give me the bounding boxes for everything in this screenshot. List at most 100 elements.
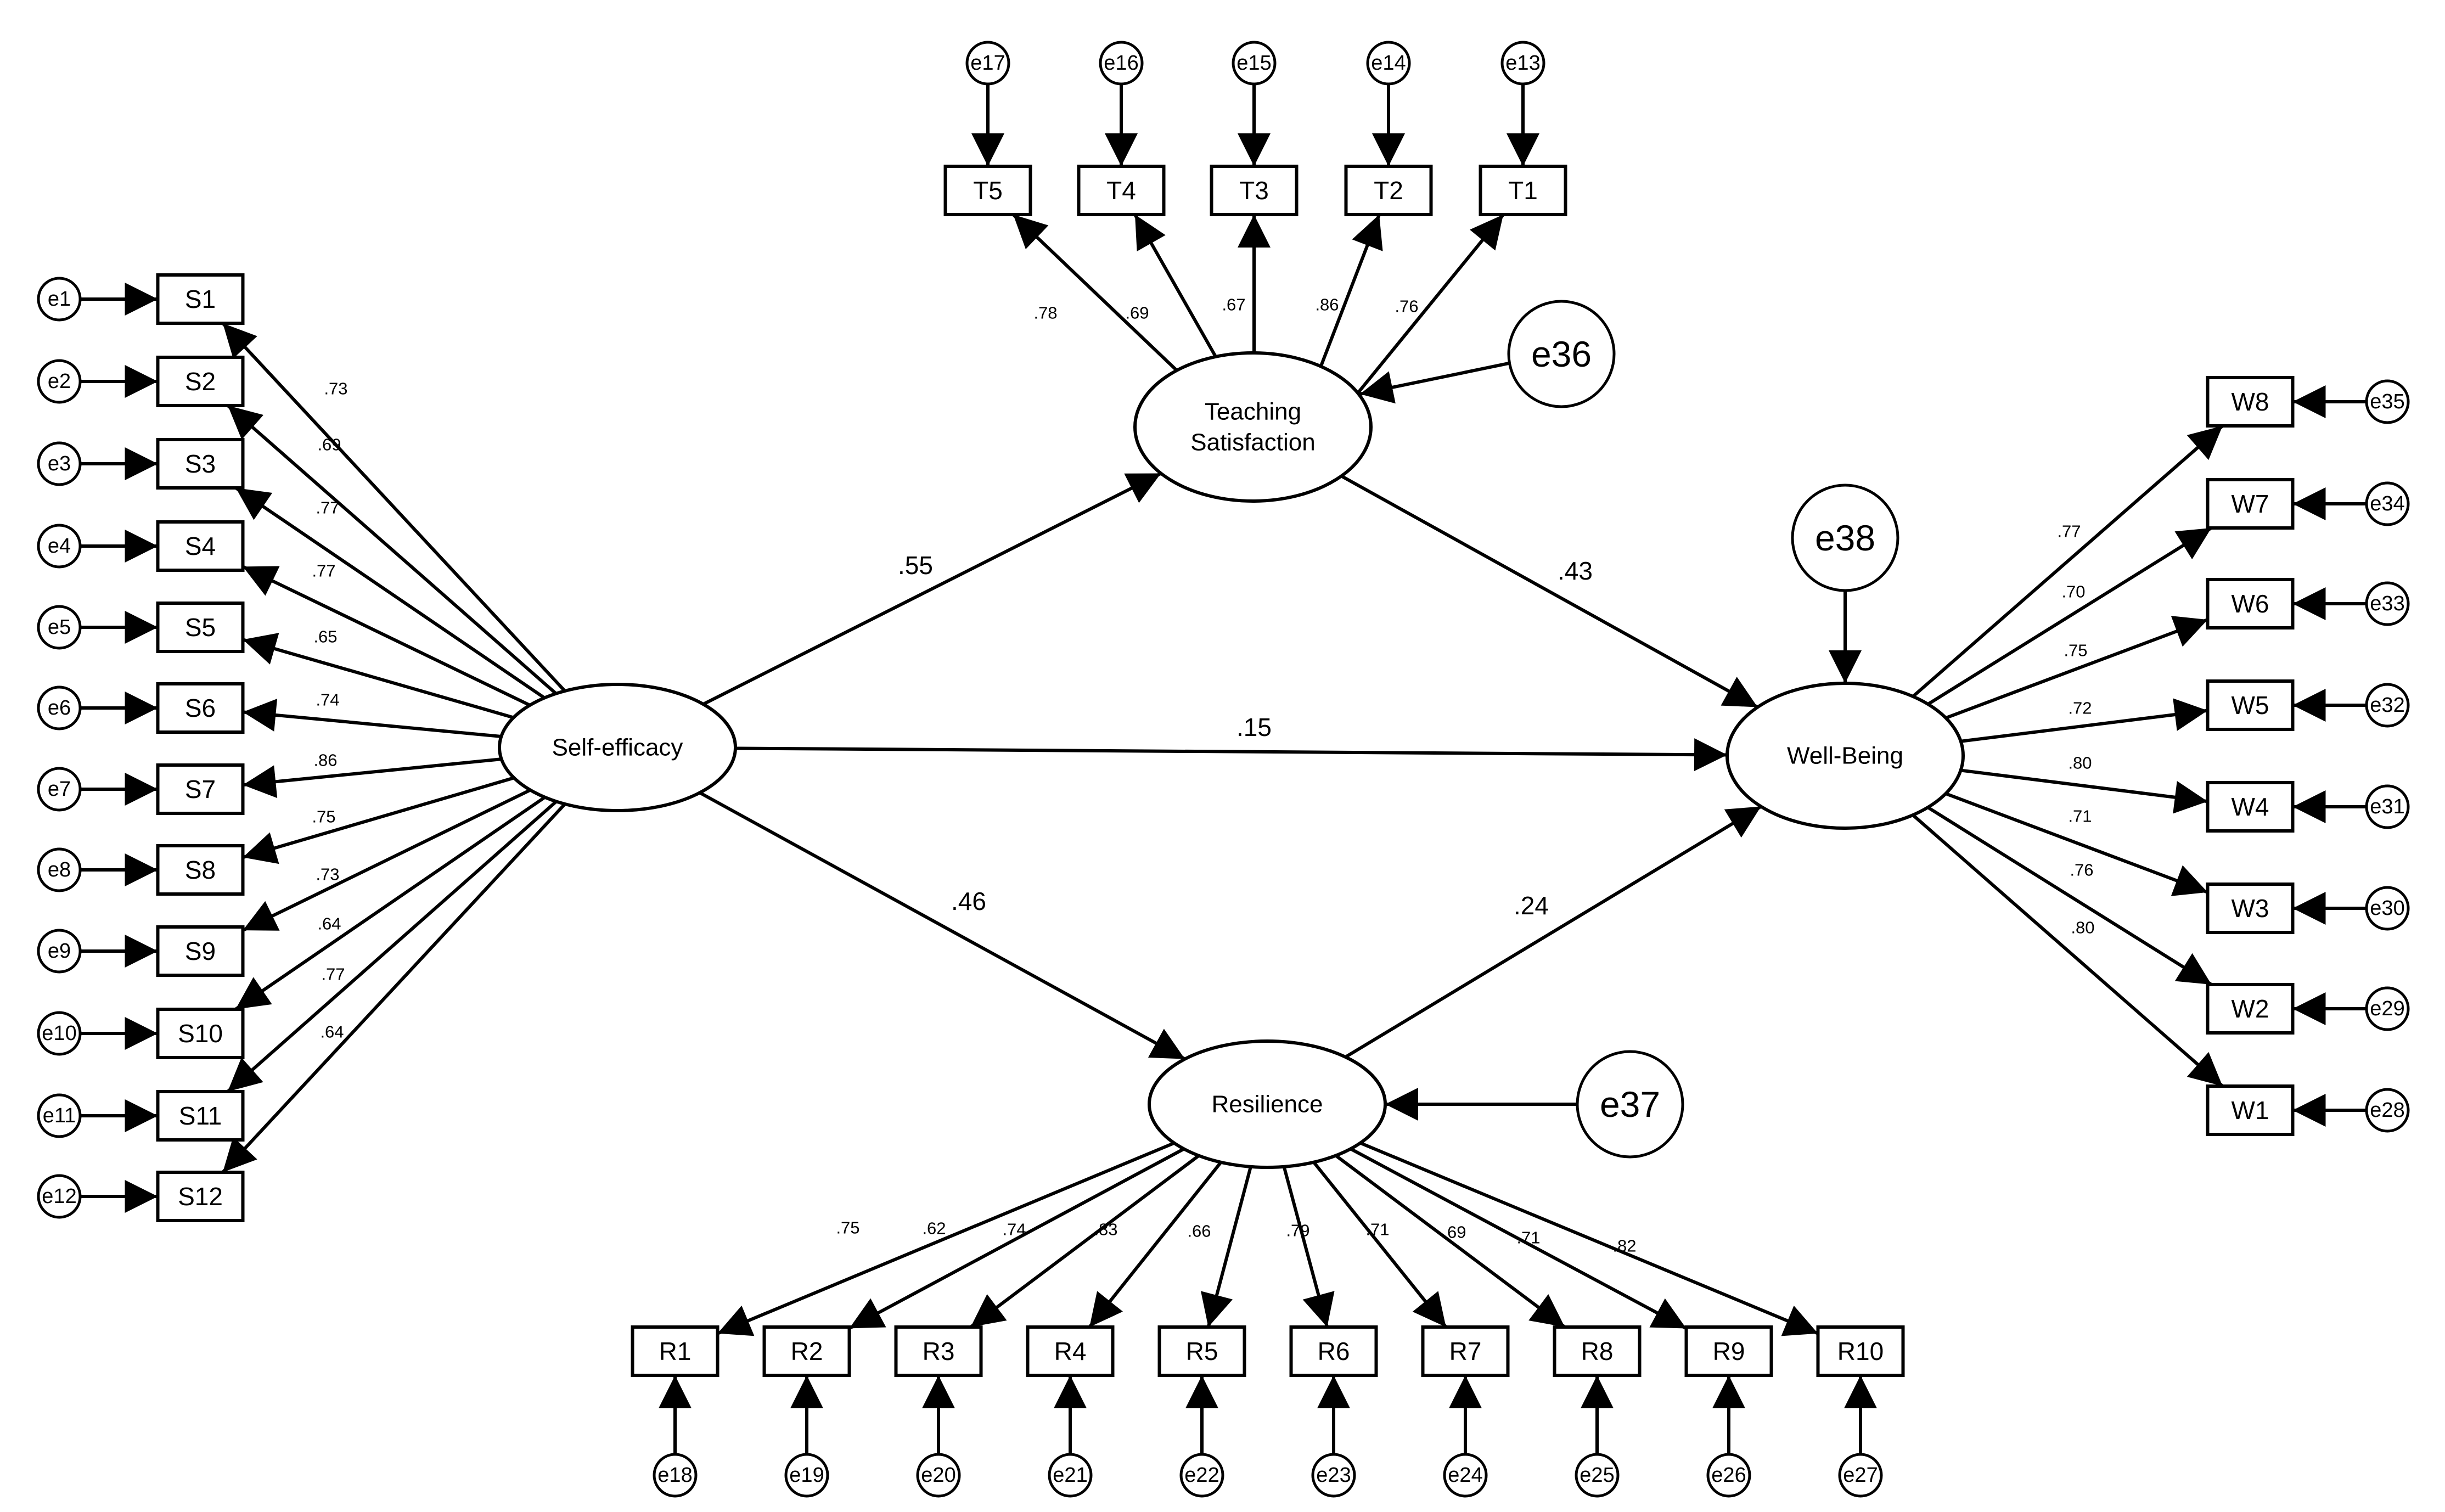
loading-path-t4 xyxy=(1133,213,1219,361)
loading-label-r2: .62 xyxy=(922,1219,946,1238)
indicator-s2: S2 xyxy=(156,356,245,407)
latent-self-efficacy-label: Self-efficacy xyxy=(552,734,683,761)
loading-label-t1: .76 xyxy=(1395,297,1418,316)
error-e31: e31 xyxy=(2365,784,2410,829)
indicator-w5-label: W5 xyxy=(2232,691,2269,720)
indicator-t1-label: T1 xyxy=(1508,176,1538,205)
loading-label-s5: .65 xyxy=(313,627,337,647)
indicator-t1: T1 xyxy=(1479,165,1567,216)
error-e7-label: e7 xyxy=(48,778,71,801)
disturbance-e36-label: e36 xyxy=(1531,334,1592,374)
error-e2-label: e2 xyxy=(48,370,71,393)
indicator-w4: W4 xyxy=(2206,781,2295,833)
structural-coef-3: .15 xyxy=(1236,713,1272,741)
error-e16-label: e16 xyxy=(1104,52,1138,75)
indicator-t4-box xyxy=(1077,165,1166,216)
indicator-s3-label: S3 xyxy=(185,449,216,478)
disturbance-e36-circle xyxy=(1507,300,1616,408)
indicator-w3-label: W3 xyxy=(2232,894,2269,923)
indicator-w7: W7 xyxy=(2206,478,2295,530)
error-e31-label: e31 xyxy=(2370,795,2404,818)
disturbance-e38-circle xyxy=(1791,484,1899,592)
indicator-t5-label: T5 xyxy=(973,176,1003,205)
indicator-r3-label: R3 xyxy=(923,1337,955,1365)
loading-label-w6: .75 xyxy=(2064,641,2087,660)
indicator-t2-label: T2 xyxy=(1374,176,1403,205)
indicator-s11: S11 xyxy=(156,1090,245,1142)
error-e29-label: e29 xyxy=(2370,997,2404,1020)
indicator-r10-label: R10 xyxy=(1837,1337,1884,1365)
error-e14-circle xyxy=(1366,41,1411,86)
error-e1: e1 xyxy=(37,277,82,322)
error-e9-label: e9 xyxy=(48,940,71,963)
error-e34: e34 xyxy=(2365,481,2410,526)
error-e33: e33 xyxy=(2365,581,2410,626)
disturbance-e37: e37 xyxy=(1576,1050,1684,1159)
indicator-t4-label: T4 xyxy=(1106,176,1136,205)
error-e10-circle xyxy=(37,1011,82,1056)
loading-label-r6: .79 xyxy=(1286,1221,1309,1240)
indicator-r7: R7 xyxy=(1421,1325,1510,1377)
error-e9: e9 xyxy=(37,929,82,974)
error-e35-circle xyxy=(2365,379,2410,424)
error-e21-label: e21 xyxy=(1053,1464,1087,1487)
indicator-r3: R3 xyxy=(894,1325,983,1377)
indicator-s10: S10 xyxy=(156,1008,245,1059)
indicator-s7-box xyxy=(156,763,245,815)
loading-path-w5 xyxy=(1960,698,2208,743)
error-e35: e35 xyxy=(2365,379,2410,424)
error-e8-label: e8 xyxy=(48,858,71,881)
error-e2: e2 xyxy=(37,359,82,404)
error-e23: e23 xyxy=(1311,1453,1356,1498)
loading-path-r4 xyxy=(1088,1161,1222,1328)
latent-self-efficacy-ellipse xyxy=(498,683,737,812)
error-e12-label: e12 xyxy=(42,1185,76,1208)
loading-label-r3: .74 xyxy=(1002,1220,1026,1239)
structural-coef-5: .24 xyxy=(1514,891,1549,920)
loading-path-s11 xyxy=(226,800,558,1093)
error-e14: e14 xyxy=(1366,41,1411,86)
error-e7-circle xyxy=(37,767,82,812)
loading-path-r5 xyxy=(1200,1166,1252,1328)
indicator-r2: R2 xyxy=(762,1325,851,1377)
indicator-r8-box xyxy=(1553,1325,1642,1377)
structural-path-se-wb xyxy=(735,738,1728,772)
loading-label-t5: .78 xyxy=(1033,303,1057,323)
indicator-r1-box xyxy=(631,1325,720,1377)
loading-label-t4: .69 xyxy=(1125,303,1149,323)
loading-label-r10: .82 xyxy=(1612,1236,1636,1256)
indicator-s9-label: S9 xyxy=(185,937,216,965)
loading-path-w2 xyxy=(1927,806,2213,986)
indicator-w8-box xyxy=(2206,376,2295,428)
error-e1-label: e1 xyxy=(48,288,71,311)
error-e16-circle xyxy=(1099,41,1144,86)
loading-path-w3 xyxy=(1945,792,2208,896)
labels-layer: .73.69.77.77.65.74.86.75.73.64.77.64.78.… xyxy=(312,295,2094,1256)
indicator-s8-box xyxy=(156,844,245,896)
indicator-s5: S5 xyxy=(156,602,245,653)
error-e24: e24 xyxy=(1443,1453,1488,1498)
indicator-s5-box xyxy=(156,602,245,653)
error-e29: e29 xyxy=(2365,986,2410,1031)
error-e26: e26 xyxy=(1706,1453,1751,1498)
error-e3-circle xyxy=(37,441,82,486)
indicator-w8: W8 xyxy=(2206,376,2295,428)
error-e8: e8 xyxy=(37,847,82,892)
indicator-s12-box xyxy=(156,1171,245,1222)
loading-path-s10 xyxy=(234,796,546,1011)
structural-path-se-re xyxy=(699,791,1186,1061)
error-e19: e19 xyxy=(784,1453,829,1498)
loading-label-r5: .66 xyxy=(1187,1222,1211,1241)
indicator-r1: R1 xyxy=(631,1325,720,1377)
error-e11-circle xyxy=(37,1093,82,1138)
loading-label-r7: .71 xyxy=(1365,1220,1389,1239)
indicator-s11-box xyxy=(156,1090,245,1142)
loading-path-s2 xyxy=(227,404,558,695)
loading-label-w2: .76 xyxy=(2070,861,2093,880)
loading-path-r8 xyxy=(1335,1154,1566,1329)
indicator-w4-label: W4 xyxy=(2232,792,2269,821)
loading-label-w4: .80 xyxy=(2068,754,2092,773)
loading-path-r6 xyxy=(1282,1166,1335,1328)
loading-label-w8: .77 xyxy=(2057,522,2081,541)
indicator-r8-label: R8 xyxy=(1581,1337,1614,1365)
